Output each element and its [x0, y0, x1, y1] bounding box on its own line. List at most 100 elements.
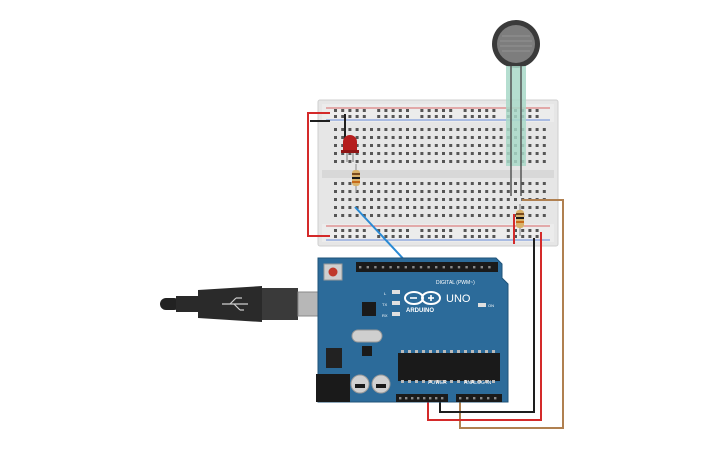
rail-hole: [420, 115, 424, 118]
analog-pin[interactable]: [466, 397, 469, 400]
digital-pin[interactable]: [381, 266, 385, 269]
breadboard-hole: [449, 182, 453, 185]
chip-leg: [450, 350, 453, 353]
power-pin[interactable]: [441, 397, 444, 400]
rail-hole: [478, 115, 481, 118]
sensor-resistor[interactable]: [516, 204, 524, 236]
breadboard-hole: [434, 190, 438, 193]
red-wire-left[interactable]: [307, 112, 330, 237]
breadboard-hole: [362, 190, 366, 193]
black-wire-gnd[interactable]: [439, 238, 535, 413]
power-jack[interactable]: [316, 374, 350, 402]
rail-hole: [334, 229, 337, 232]
breadboard-hole: [470, 198, 474, 201]
breadboard-hole: [470, 144, 474, 147]
breadboard-hole: [478, 136, 481, 139]
breadboard-hole: [442, 214, 445, 217]
power-pin[interactable]: [417, 397, 420, 400]
led-resistor[interactable]: [352, 164, 360, 192]
breadboard-hole: [485, 190, 489, 193]
breadboard-hole: [370, 198, 373, 201]
digital-pin[interactable]: [397, 266, 400, 269]
digital-pin[interactable]: [419, 266, 423, 269]
breadboard-hole: [348, 206, 352, 209]
breadboard-hole: [506, 214, 510, 217]
rail-hole: [398, 109, 402, 112]
digital-pin[interactable]: [465, 266, 468, 269]
breadboard-hole: [406, 128, 409, 131]
digital-pin[interactable]: [427, 266, 430, 269]
breadboard-hole: [398, 128, 402, 131]
breadboard-hole: [478, 198, 481, 201]
power-header[interactable]: [396, 394, 448, 402]
rail-hole: [434, 109, 438, 112]
power-pin[interactable]: [429, 397, 432, 400]
rail-hole: [449, 229, 453, 232]
analog-header[interactable]: [456, 394, 502, 402]
red-wire-5v[interactable]: [427, 232, 542, 421]
breadboard-hole: [355, 198, 359, 201]
digital-pin[interactable]: [450, 266, 453, 269]
breadboard-hole: [470, 182, 474, 185]
blue-wire[interactable]: [354, 206, 411, 267]
power-pin[interactable]: [411, 397, 414, 400]
chip-leg: [457, 350, 460, 353]
analog-header-label: ANALOG IN: [464, 380, 492, 386]
breadboard-hole: [485, 160, 489, 163]
power-pin[interactable]: [435, 397, 438, 400]
analog-pin[interactable]: [473, 397, 476, 400]
breadboard-hole: [478, 152, 481, 155]
breadboard-hole: [398, 144, 402, 147]
breadboard-hole: [434, 144, 438, 147]
power-pin[interactable]: [405, 397, 408, 400]
power-pin[interactable]: [423, 397, 426, 400]
breadboard-hole: [449, 144, 453, 147]
digital-header-label: DIGITAL (PWM~): [436, 280, 475, 286]
digital-header[interactable]: [356, 262, 498, 272]
digital-pin[interactable]: [366, 266, 369, 269]
analog-pin[interactable]: [487, 397, 490, 400]
breadboard-hole: [370, 182, 373, 185]
power-pin[interactable]: [399, 397, 402, 400]
digital-pin[interactable]: [389, 266, 392, 269]
breadboard-hole: [348, 152, 352, 155]
breadboard-hole: [384, 190, 388, 193]
breadboard-hole: [478, 214, 481, 217]
digital-pin[interactable]: [442, 266, 445, 269]
breadboard-hole: [341, 128, 345, 131]
rail-hole: [427, 109, 431, 112]
analog-pin[interactable]: [494, 397, 497, 400]
breadboard-hole: [470, 206, 474, 209]
breadboard-hole: [341, 160, 345, 163]
breadboard-hole: [398, 198, 402, 201]
red-led[interactable]: [341, 135, 359, 162]
arduino-uno-board[interactable]: DIGITAL (PWM~) L TX RX ON ARDUINO UNO: [316, 257, 509, 403]
rail-hole: [398, 229, 402, 232]
force-sensor[interactable]: [492, 20, 540, 196]
breadboard-hole: [478, 128, 481, 131]
breadboard-hole: [427, 182, 431, 185]
analog-pin[interactable]: [459, 397, 462, 400]
rail-hole: [406, 115, 409, 118]
breadboard-hole: [499, 182, 503, 185]
digital-pin[interactable]: [435, 266, 438, 269]
breadboard-hole: [514, 206, 517, 209]
breadboard-hole: [341, 206, 345, 209]
digital-pin[interactable]: [457, 266, 461, 269]
breadboard-hole: [514, 214, 517, 217]
breadboard-hole: [370, 152, 373, 155]
atmega-chip: [398, 350, 500, 383]
digital-pin[interactable]: [488, 266, 491, 269]
digital-pin[interactable]: [412, 266, 415, 269]
analog-pin[interactable]: [480, 397, 483, 400]
breadboard-hole: [535, 128, 539, 131]
digital-pin[interactable]: [404, 266, 407, 269]
breadboard-hole: [420, 128, 424, 131]
digital-pin[interactable]: [480, 266, 483, 269]
rail-hole: [384, 115, 388, 118]
breadboard-hole: [420, 160, 424, 163]
digital-pin[interactable]: [359, 266, 362, 269]
digital-pin[interactable]: [374, 266, 377, 269]
digital-pin[interactable]: [473, 266, 476, 269]
breadboard-hole: [406, 160, 409, 163]
